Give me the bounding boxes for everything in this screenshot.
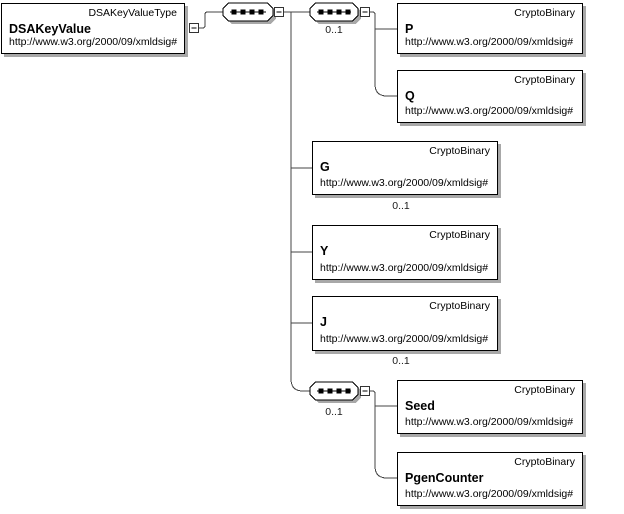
namespace-url: http://www.w3.org/2000/09/xmldsig#	[320, 262, 489, 274]
element-box-g[interactable]: CryptoBinary G http://www.w3.org/2000/09…	[312, 141, 498, 195]
element-box-pgencounter[interactable]: CryptoBinary PgenCounter http://www.w3.o…	[397, 452, 583, 506]
element-name: J	[320, 315, 327, 329]
element-box-seed[interactable]: CryptoBinary Seed http://www.w3.org/2000…	[397, 380, 583, 434]
element-box-q[interactable]: CryptoBinary Q http://www.w3.org/2000/09…	[397, 70, 583, 123]
type-label: CryptoBinary	[429, 229, 490, 241]
sequence-dots-icon	[317, 9, 351, 15]
element-box-j[interactable]: CryptoBinary J http://www.w3.org/2000/09…	[312, 296, 498, 351]
namespace-url: http://www.w3.org/2000/09/xmldsig#	[405, 36, 574, 48]
element-name: PgenCounter	[405, 471, 484, 485]
collapse-minus-icon[interactable]	[360, 386, 370, 396]
namespace-url: http://www.w3.org/2000/09/xmldsig#	[405, 105, 574, 117]
collapse-minus-icon[interactable]	[274, 7, 284, 17]
type-label: CryptoBinary	[429, 300, 490, 312]
element-name: Y	[320, 244, 329, 258]
element-box-dsakeyvalue[interactable]: DSAKeyValueType DSAKeyValue http://www.w…	[1, 3, 185, 54]
sequence-dots-icon	[230, 9, 266, 15]
connector-line	[370, 390, 397, 479]
sequence-compositor-seed[interactable]	[309, 381, 361, 403]
type-label: CryptoBinary	[514, 74, 575, 86]
element-name: Q	[405, 89, 415, 103]
namespace-url: http://www.w3.org/2000/09/xmldsig#	[9, 36, 178, 48]
sequence-compositor-root[interactable]	[222, 2, 276, 24]
namespace-url: http://www.w3.org/2000/09/xmldsig#	[320, 177, 489, 189]
occurrence-label-g: 0..1	[392, 200, 410, 212]
element-name: G	[320, 160, 330, 174]
occurrence-label-j: 0..1	[392, 355, 410, 367]
occurrence-label-pq-sequence: 0..1	[325, 24, 343, 36]
collapse-minus-icon[interactable]	[360, 7, 370, 17]
type-label: CryptoBinary	[514, 456, 575, 468]
type-label: CryptoBinary	[514, 384, 575, 396]
occurrence-label-seed-sequence: 0..1	[325, 406, 343, 418]
element-name: P	[405, 22, 414, 36]
type-label: DSAKeyValueType	[88, 7, 177, 19]
element-name: Seed	[405, 399, 435, 413]
collapse-minus-icon[interactable]	[189, 23, 199, 33]
element-name: DSAKeyValue	[9, 22, 91, 36]
sequence-compositor-pq[interactable]	[309, 2, 361, 24]
element-box-y[interactable]: CryptoBinary Y http://www.w3.org/2000/09…	[312, 225, 498, 280]
connector-line	[199, 11, 223, 29]
namespace-url: http://www.w3.org/2000/09/xmldsig#	[405, 416, 574, 428]
sequence-dots-icon	[317, 388, 351, 394]
connector-line	[290, 12, 310, 392]
type-label: CryptoBinary	[429, 145, 490, 157]
element-box-p[interactable]: CryptoBinary P http://www.w3.org/2000/09…	[397, 3, 583, 54]
namespace-url: http://www.w3.org/2000/09/xmldsig#	[405, 488, 574, 500]
namespace-url: http://www.w3.org/2000/09/xmldsig#	[320, 333, 489, 345]
type-label: CryptoBinary	[514, 7, 575, 19]
connector-line	[370, 11, 397, 97]
